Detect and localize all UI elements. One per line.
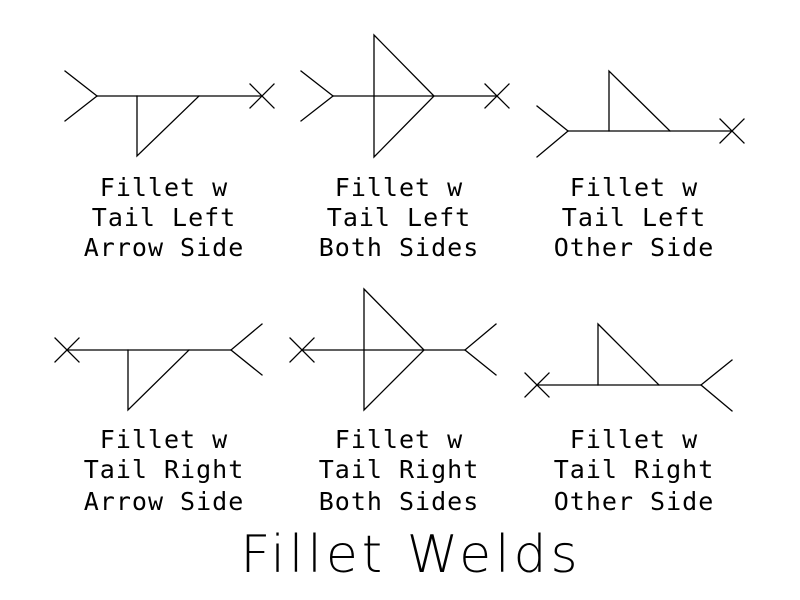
arrow-end-cross	[719, 118, 745, 144]
label-line-3: Arrow Side	[84, 487, 245, 516]
fillet-triangle-below	[136, 95, 200, 158]
fillet-triangle-below	[127, 349, 190, 412]
arrow-end-cross	[484, 83, 510, 109]
label-line-2: Tail Right	[554, 455, 715, 484]
label-line-2: Tail Right	[84, 455, 245, 484]
label-line-1: Fillet w	[570, 173, 698, 202]
weld-symbol-tail-right-other-side: Fillet w Tail Right Other Side	[524, 322, 733, 516]
label-line-2: Tail Left	[562, 203, 706, 232]
symbol-label: Fillet w Tail Left Other Side	[554, 173, 715, 262]
weld-symbol-tail-left-arrow-side: Fillet w Tail Left Arrow Side	[64, 70, 275, 262]
fillet-triangle-both	[373, 33, 435, 159]
label-line-1: Fillet w	[100, 425, 228, 454]
label-line-3: Other Side	[554, 233, 715, 262]
weld-symbol-tail-right-arrow-side: Fillet w Tail Right Arrow Side	[54, 323, 263, 516]
symbol-label: Fillet w Tail Right Both Sides	[319, 425, 480, 516]
label-line-3: Both Sides	[319, 487, 480, 516]
tail-fork	[536, 105, 569, 158]
page-title: Fillet Welds	[240, 525, 581, 585]
tail-fork	[64, 70, 98, 122]
label-line-3: Other Side	[554, 487, 715, 516]
label-line-3: Arrow Side	[84, 233, 245, 262]
label-line-1: Fillet w	[335, 425, 463, 454]
tail-fork	[464, 323, 497, 376]
weld-symbol-tail-right-both-sides: Fillet w Tail Right Both Sides	[289, 287, 497, 516]
tail-fork	[700, 359, 733, 412]
symbol-label: Fillet w Tail Left Arrow Side	[84, 173, 245, 262]
label-line-1: Fillet w	[335, 173, 463, 202]
weld-symbol-tail-left-other-side: Fillet w Tail Left Other Side	[536, 69, 745, 262]
label-line-2: Tail Right	[319, 455, 480, 484]
label-line-1: Fillet w	[100, 173, 228, 202]
fillet-triangle-above	[608, 69, 671, 132]
weld-symbol-tail-left-both-sides: Fillet w Tail Left Both Sides	[300, 33, 510, 262]
tail-fork	[300, 70, 334, 122]
symbol-label: Fillet w Tail Right Other Side	[554, 425, 715, 516]
label-line-3: Both Sides	[319, 233, 480, 262]
label-line-2: Tail Left	[92, 203, 236, 232]
label-line-2: Tail Left	[327, 203, 471, 232]
symbol-label: Fillet w Tail Left Both Sides	[319, 173, 480, 262]
tail-fork	[230, 323, 263, 376]
symbol-label: Fillet w Tail Right Arrow Side	[84, 425, 245, 516]
label-line-1: Fillet w	[570, 425, 698, 454]
fillet-triangle-both	[363, 287, 425, 412]
arrow-end-cross	[249, 83, 275, 109]
fillet-triangle-above	[597, 322, 660, 386]
